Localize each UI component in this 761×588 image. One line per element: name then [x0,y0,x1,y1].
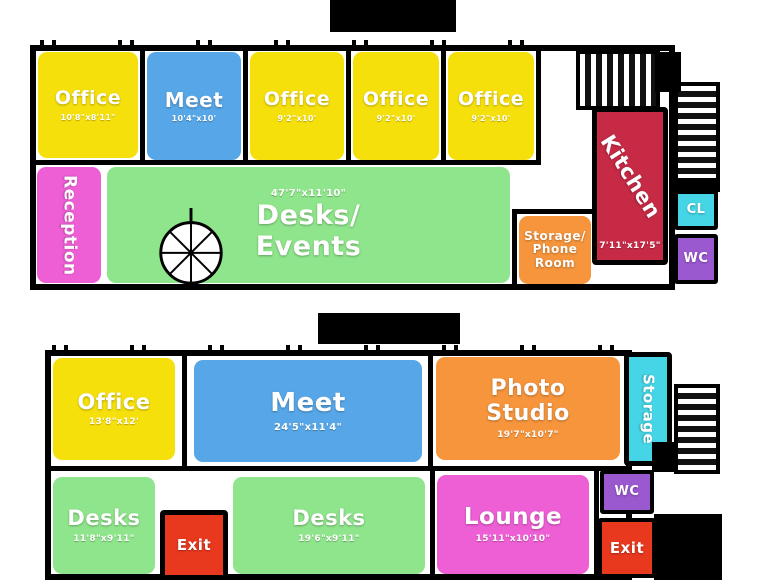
room-label: Meet [164,87,224,112]
stairs-top-flight [576,50,660,110]
room-label: WC [683,250,709,266]
room-kitchen: Kitchen 7'11"x17'5" [592,107,668,265]
room-label: Kitchen [595,130,666,223]
redacted-floor-title [330,0,456,32]
stairs-side-flight [674,82,720,182]
wall-segment [652,442,674,472]
wall-segment [182,350,187,470]
wall-segment [655,52,681,92]
room-meet-2: Meet 24'5"x11'4" [194,360,422,462]
wall-segment [428,350,433,470]
room-photo-studio: Photo Studio 19'7"x10'7" [436,357,620,460]
room-label: WC [614,483,640,499]
room-dims: 47'7"x11'10" [270,188,347,200]
wall-segment [536,45,541,165]
room-office-1: Office 10'8"x8'11" [38,52,138,158]
wall-segment [594,466,599,580]
spiral-staircase-icon [159,208,223,285]
room-label: CL [686,201,706,217]
room-dims: 7'11"x17'5" [599,241,661,251]
room-exit-2: Exit [598,518,656,578]
redacted-floor-title [318,313,460,344]
wall-segment [654,514,722,580]
room-dims: 11'8"x9'11" [73,533,135,544]
room-label: Reception [59,174,80,276]
room-office: Office 13'8"x12' [53,358,175,460]
room-label: Desks/ Events [255,200,362,262]
room-dims: 15'11"x10'10" [475,533,551,544]
wall-segment [243,45,248,165]
room-dims: 9'2"x10' [376,113,416,123]
wall-segment [674,178,720,192]
room-reception: Reception [37,167,101,283]
room-wc-1: WC [674,234,718,284]
wall-segment [512,209,517,290]
room-label: Photo Studio [486,376,570,426]
room-wc-2: WC [600,470,654,514]
wall-segment [140,45,145,165]
room-cl: CL [674,190,718,230]
room-label: Office [77,389,151,414]
room-label: Meet [270,388,346,419]
room-dims: 19'7"x10'7" [497,429,559,440]
room-dims: 9'2"x10' [471,113,511,123]
wall-segment [512,209,596,214]
room-dims: 13'8"x12' [88,417,140,428]
room-office-4: Office 9'2"x10' [448,52,534,160]
room-dims: 10'4"x10' [171,114,217,124]
room-meet: Meet 10'4"x10' [147,52,241,160]
wall-segment [441,45,446,165]
room-office-2: Office 9'2"x10' [250,52,344,160]
wall-segment [346,45,351,165]
room-exit-1: Exit [160,510,228,580]
wall-segment [45,466,632,471]
room-label: Office [362,88,430,111]
wall-segment [430,466,435,580]
room-storage-phone: Storage/ Phone Room [519,216,591,284]
room-label: Lounge [463,504,563,531]
room-storage: Storage [624,352,672,466]
room-label: Office [457,88,525,111]
room-desks-center: Desks 19'6"x9'11" [233,477,425,574]
room-label: Desks [67,506,141,531]
room-label: Office [263,88,331,111]
room-label: Office [54,87,122,110]
room-dims: 24'5"x11'4" [273,421,343,433]
room-label: Desks [292,506,366,531]
stairs-side-flight [674,384,720,474]
room-label: Storage [639,373,658,445]
room-desks-left: Desks 11'8"x9'11" [53,477,155,574]
room-label: Exit [609,538,645,557]
room-office-3: Office 9'2"x10' [353,52,439,160]
room-lounge: Lounge 15'11"x10'10" [437,475,589,574]
room-dims: 10'8"x8'11" [60,112,116,122]
room-label: Storage/ Phone Room [524,228,586,270]
room-label: Exit [176,535,212,554]
wall-segment [30,160,541,165]
room-dims: 19'6"x9'11" [298,533,360,544]
room-dims: 9'2"x10' [277,113,317,123]
